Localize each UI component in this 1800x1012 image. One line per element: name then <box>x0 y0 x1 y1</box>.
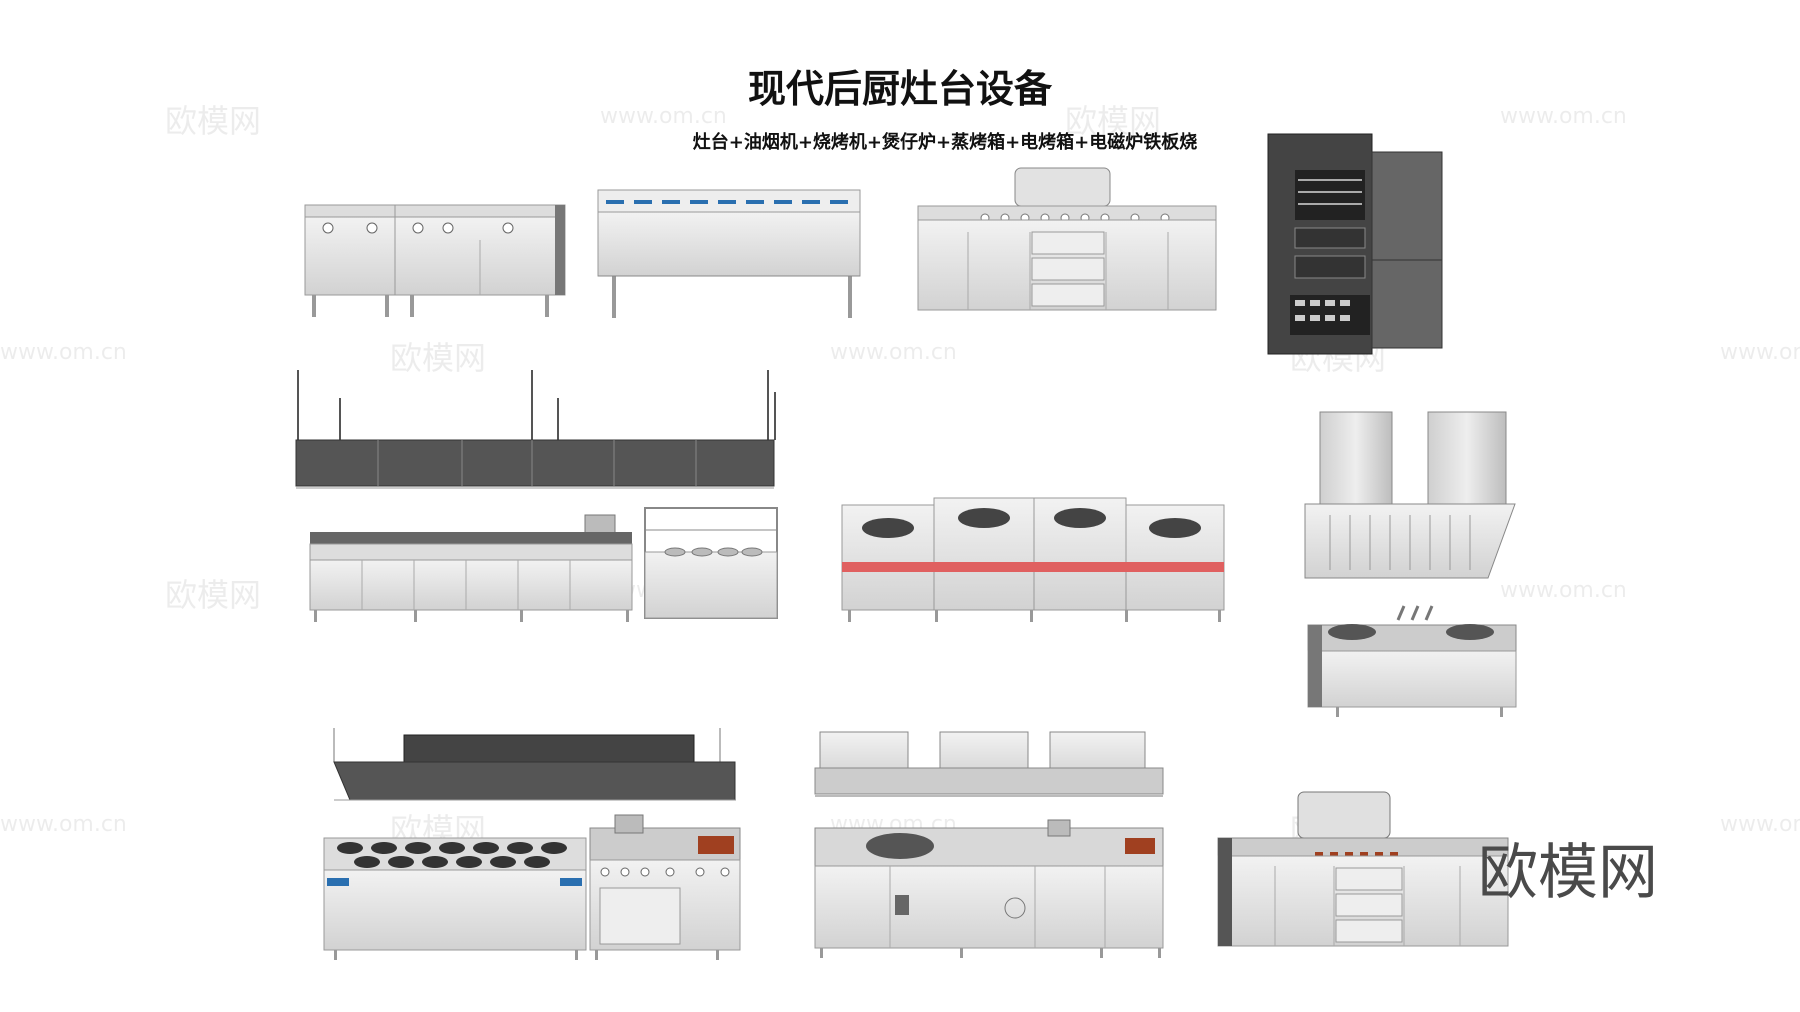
steam-oven-cabinet-icon <box>1267 133 1443 355</box>
upper-oven-units-icon <box>814 731 1164 797</box>
watermark-url: www.om.cn <box>0 812 127 837</box>
watermark-cn: 欧模网 <box>390 339 487 377</box>
double-burner-wok-station-icon <box>1307 605 1517 717</box>
watermark-url: www.om.cn <box>1500 578 1627 603</box>
canopy-hood-icon <box>333 728 736 801</box>
watermark-cn: 欧模网 <box>1065 102 1162 140</box>
page-subtitle: 灶台+油烟机+烧烤机+煲仔炉+蒸烤箱+电烤箱+电磁炉铁板烧 <box>692 132 1198 153</box>
watermark-cn: 欧模网 <box>165 102 262 140</box>
page-title: 现代后厨灶台设备 <box>747 67 1052 111</box>
gas-range-line-icon <box>309 514 633 622</box>
claypot-stove-and-range-icon <box>323 814 741 960</box>
watermark-url: www.om.cn <box>600 104 727 129</box>
watermark-url: www.om.cn <box>830 340 957 365</box>
watermark-url: www.om.cn <box>1500 104 1627 129</box>
watermark-url: www.om.cn <box>1720 340 1800 365</box>
wok-stove-row-icon <box>841 497 1225 622</box>
bain-marie-station-icon <box>644 507 778 619</box>
bbq-grill-counter-icon <box>1217 791 1509 947</box>
watermark-cn: 欧模网 <box>165 576 262 614</box>
exhaust-hood-frame-icon <box>295 370 776 489</box>
induction-cooker-cabinet-icon <box>304 204 566 317</box>
multi-head-induction-counter-icon <box>597 189 861 318</box>
watermark-url: www.om.cn <box>1720 812 1800 837</box>
chimney-range-hood-icon <box>1304 411 1516 579</box>
combo-cooking-line-icon <box>814 819 1164 958</box>
teppanyaki-grill-counter-icon <box>917 167 1217 311</box>
brand-logo: 欧模网 <box>1478 838 1658 908</box>
watermark-url: www.om.cn <box>0 340 127 365</box>
